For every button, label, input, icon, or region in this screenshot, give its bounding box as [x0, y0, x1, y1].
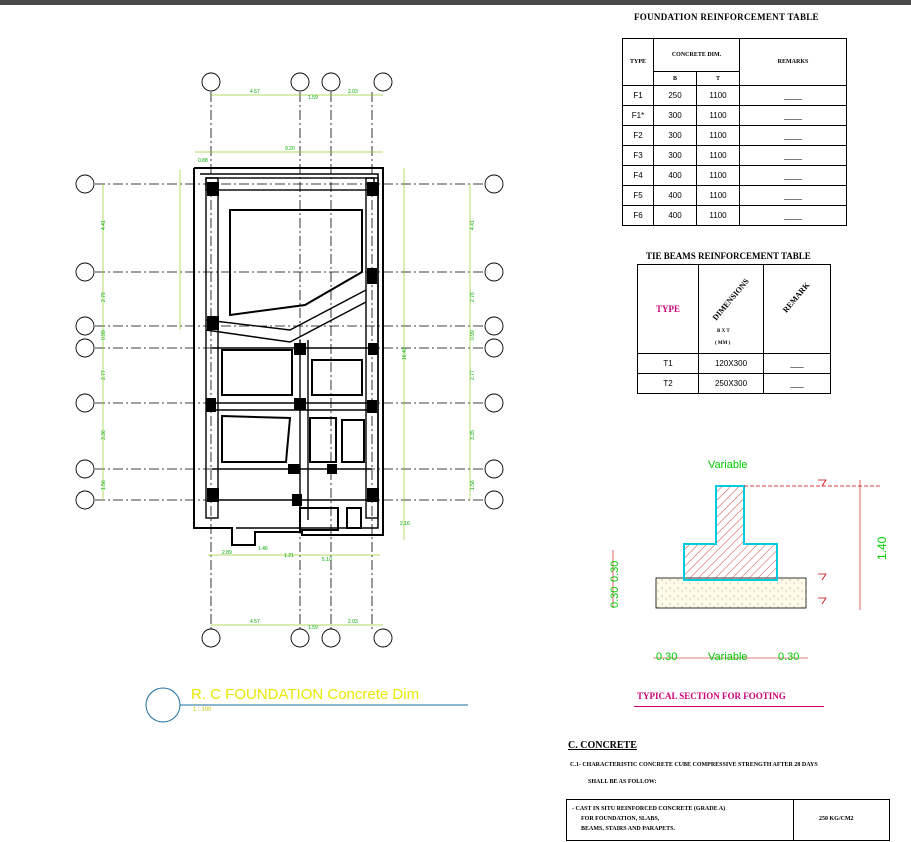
section-dim-vertical-b: 0.30	[609, 587, 621, 608]
concrete-heading: C. CONCRETE	[568, 740, 637, 751]
dim-right-2: 2.76	[470, 292, 476, 302]
col-concrete-dim: CONCRETE DIM.	[653, 38, 740, 72]
dim-top-2: 1.59	[308, 95, 318, 101]
dim-top-3: 2.03	[348, 89, 358, 95]
dim-right-1: 4.41	[470, 220, 476, 230]
col-t: T	[696, 71, 740, 86]
dim-left-2: 2.76	[101, 292, 107, 302]
window-top-bar	[0, 0, 911, 5]
dim-left-3: 0.99	[101, 330, 107, 340]
section-dim-right: 0.30	[778, 651, 799, 663]
plan-title: R. C FOUNDATION Concrete Dim	[191, 686, 420, 703]
concrete-line-3: BEAMS, STAIRS AND PARAPETS.	[581, 826, 675, 832]
dim-right-6: 1.56	[470, 480, 476, 490]
plan-dim-labels: 4.57 1.59 2.03 4.57 1.59 2.03 9.20 0.88 …	[198, 89, 410, 631]
concrete-grade-box: - CAST IN SITU REINFORCED CONCRETE (GRAD…	[566, 799, 890, 841]
col-type: TYPE	[622, 38, 654, 86]
section-title-underline	[634, 706, 824, 707]
dim-left-1: 4.41	[101, 220, 107, 230]
section-title: TYPICAL SECTION FOR FOOTING	[637, 691, 786, 701]
dim-misc-1: 0.88	[198, 158, 208, 164]
dim-bottom-row-2: 1.46	[258, 546, 268, 552]
tie-table-title: TIE BEAMS REINFORCEMENT TABLE	[646, 251, 811, 261]
col-remarks: REMARKS	[739, 38, 847, 86]
title-bubble	[145, 687, 181, 723]
dim-left-6: 1.56	[101, 480, 107, 490]
dimension-lines	[102, 94, 471, 626]
dim-overall-width: 9.20	[285, 146, 295, 152]
dim-left-4: 2.77	[101, 370, 107, 380]
dim-bottom-3: 2.03	[348, 619, 358, 625]
section-dim-height: 1.40	[875, 536, 889, 560]
column-footings	[206, 182, 379, 506]
foundation-table-title: FOUNDATION REINFORCEMENT TABLE	[634, 12, 819, 22]
concrete-follow: SHALL BE AS FOLLOW:	[588, 779, 657, 785]
dim-bottom-row-3: 1.21	[284, 553, 294, 559]
concrete-line-2: FOR FOUNDATION, SLABS,	[581, 816, 660, 822]
concrete-box-divider	[793, 800, 794, 840]
dim-right-3: 0.99	[470, 330, 476, 340]
plan-left-dims: 4.41 2.76 0.99 2.77 3.36 1.56 4.41 2.76 …	[101, 220, 476, 490]
section-dim-left: 0.30	[656, 651, 677, 663]
concrete-item: C.1- CHARACTERISTIC CONCRETE CUBE COMPRE…	[570, 762, 818, 768]
tie-col-remark: REMARK	[763, 264, 831, 354]
dim-bottom-row-4: 5.10	[322, 557, 332, 563]
tie-col-dimensions: DIMENSIONS B X T ( MM )	[698, 264, 764, 354]
tie-col-type: TYPE	[637, 264, 699, 354]
section-dim-vertical-a: 0.30	[609, 561, 621, 582]
section-variable-top: Variable	[708, 459, 748, 471]
dim-bottom-row-1: 2.89	[222, 550, 232, 556]
typical-section-drawing: Variable Variable 0.30 0.30 0.30 0.30 1.…	[609, 459, 889, 663]
dim-bottom-1: 4.57	[250, 619, 260, 625]
foundation-plan-drawing: 4.57 1.59 2.03 4.57 1.59 2.03 9.20 0.88 …	[75, 72, 504, 723]
concrete-line-1: - CAST IN SITU REINFORCED CONCRETE (GRAD…	[572, 806, 726, 812]
section-variable-bottom: Variable	[708, 651, 748, 663]
dim-right-4: 2.77	[470, 370, 476, 380]
grid-bubbles	[75, 72, 504, 648]
dim-top-1: 4.57	[250, 89, 260, 95]
dim-right-5: 3.35	[470, 430, 476, 440]
slab-panels	[221, 209, 365, 531]
col-b: B	[653, 71, 697, 86]
dim-bottom-2: 1.59	[308, 625, 318, 631]
dim-left-5: 3.36	[101, 430, 107, 440]
concrete-value: 250 KG/CM2	[819, 816, 854, 822]
dim-overall-height: 16.43	[402, 347, 408, 360]
plan-scale: 1 : 100	[193, 707, 212, 713]
footing-section	[683, 485, 778, 581]
dim-misc-2: 2.16	[400, 521, 410, 527]
